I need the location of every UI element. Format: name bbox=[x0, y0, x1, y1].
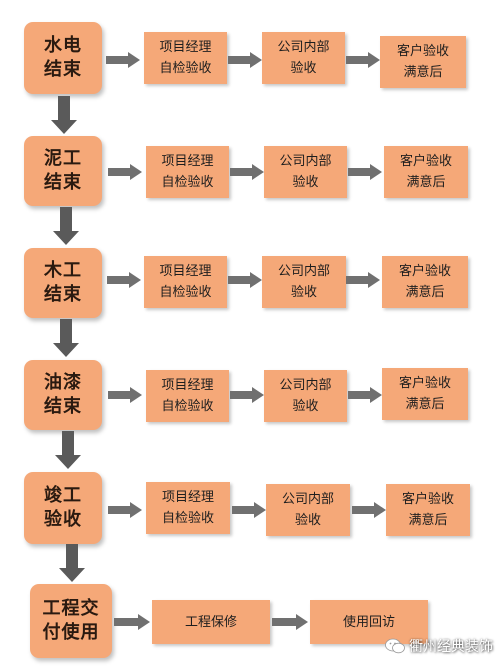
stage-label-line1: 工程交 bbox=[42, 598, 100, 619]
wechat-icon bbox=[385, 638, 405, 654]
right-arrow-icon bbox=[272, 614, 308, 630]
box-label-line2: 自检验收 bbox=[159, 61, 212, 76]
stage-label-line2: 结束 bbox=[44, 59, 82, 80]
box-label-line2: 验收 bbox=[292, 175, 319, 190]
follow-up-visit-box: 使用回访 bbox=[310, 600, 428, 644]
down-arrow-icon bbox=[55, 431, 81, 469]
box-label-line2: 自检验收 bbox=[159, 285, 212, 300]
box-label-line1: 客户验收 bbox=[401, 492, 454, 507]
box-label-line2: 满意后 bbox=[406, 175, 446, 190]
pm-self-check-box: 项目经理 自检验收 bbox=[144, 256, 227, 308]
box-label-line2: 验收 bbox=[290, 285, 317, 300]
right-arrow-icon bbox=[230, 387, 264, 403]
right-arrow-icon bbox=[108, 164, 142, 180]
right-arrow-icon bbox=[108, 387, 142, 403]
customer-satisfied-box: 客户验收 满意后 bbox=[380, 36, 466, 88]
right-arrow-icon bbox=[232, 502, 266, 518]
stage-label-line2: 结束 bbox=[44, 284, 82, 305]
right-arrow-icon bbox=[106, 52, 140, 68]
box-label-line1: 公司内部 bbox=[281, 492, 334, 507]
box-label: 工程保修 bbox=[184, 614, 237, 630]
down-arrow-icon bbox=[59, 544, 85, 582]
box-label-line1: 公司内部 bbox=[279, 154, 332, 169]
box-label-line2: 自检验收 bbox=[161, 399, 214, 414]
company-internal-check-box: 公司内部 验收 bbox=[266, 484, 350, 536]
stage-label-line1: 泥工 bbox=[44, 148, 82, 169]
watermark-text: 衢州经典装饰 bbox=[409, 639, 493, 655]
customer-satisfied-box: 客户验收 满意后 bbox=[382, 368, 468, 420]
box-label-line2: 验收 bbox=[290, 61, 317, 76]
box-label-line1: 公司内部 bbox=[277, 40, 330, 55]
box-label-line1: 客户验收 bbox=[398, 264, 451, 279]
stage-label-line2: 验收 bbox=[44, 509, 82, 530]
box-label-line1: 项目经理 bbox=[159, 40, 212, 55]
box-label-line2: 满意后 bbox=[405, 285, 445, 300]
company-internal-check-box: 公司内部 验收 bbox=[262, 256, 346, 308]
stage-masonry-done: 泥工 结束 bbox=[24, 136, 102, 206]
stage-label-line1: 水电 bbox=[44, 35, 82, 56]
box-label-line2: 满意后 bbox=[408, 513, 448, 528]
stage-handover-use: 工程交 付使用 bbox=[30, 584, 112, 658]
box-label-line1: 项目经理 bbox=[161, 490, 214, 505]
right-arrow-icon bbox=[108, 502, 142, 518]
right-arrow-icon bbox=[230, 164, 264, 180]
stage-completion-inspection: 竣工 验收 bbox=[24, 472, 102, 544]
company-internal-check-box: 公司内部 验收 bbox=[262, 32, 345, 84]
box-label-line2: 自检验收 bbox=[161, 175, 214, 190]
box-label-line1: 公司内部 bbox=[277, 264, 330, 279]
box-label-line2: 自检验收 bbox=[161, 511, 214, 526]
right-arrow-icon bbox=[346, 52, 380, 68]
pm-self-check-box: 项目经理 自检验收 bbox=[146, 370, 229, 422]
box-label-line1: 客户验收 bbox=[398, 376, 451, 391]
down-arrow-icon bbox=[53, 319, 79, 357]
stage-painting-done: 油漆 结束 bbox=[24, 360, 102, 430]
stage-label-line2: 结束 bbox=[44, 172, 82, 193]
box-label-line2: 验收 bbox=[292, 399, 319, 414]
stage-label-line2: 付使用 bbox=[42, 622, 100, 643]
customer-satisfied-box: 客户验收 满意后 bbox=[386, 484, 470, 536]
right-arrow-icon bbox=[107, 272, 141, 288]
stage-carpentry-done: 木工 结束 bbox=[24, 248, 102, 318]
customer-satisfied-box: 客户验收 满意后 bbox=[384, 146, 468, 198]
pm-self-check-box: 项目经理 自检验收 bbox=[144, 32, 227, 84]
warranty-box: 工程保修 bbox=[152, 600, 270, 644]
box-label: 使用回访 bbox=[342, 614, 395, 630]
right-arrow-icon bbox=[228, 272, 262, 288]
stage-label-line1: 竣工 bbox=[44, 485, 82, 506]
company-internal-check-box: 公司内部 验收 bbox=[264, 370, 347, 422]
right-arrow-icon bbox=[352, 502, 386, 518]
company-internal-check-box: 公司内部 验收 bbox=[264, 146, 347, 198]
pm-self-check-box: 项目经理 自检验收 bbox=[146, 482, 230, 534]
pm-self-check-box: 项目经理 自检验收 bbox=[146, 146, 229, 198]
box-label-line1: 项目经理 bbox=[161, 154, 214, 169]
box-label-line1: 客户验收 bbox=[399, 154, 452, 169]
stage-plumbing-electrical-done: 水电 结束 bbox=[24, 22, 102, 94]
right-arrow-icon bbox=[346, 272, 380, 288]
box-label-line1: 项目经理 bbox=[161, 378, 214, 393]
down-arrow-icon bbox=[53, 207, 79, 245]
right-arrow-icon bbox=[348, 164, 382, 180]
box-label-line2: 满意后 bbox=[405, 397, 445, 412]
box-label-line2: 满意后 bbox=[403, 65, 443, 80]
box-label-line2: 验收 bbox=[294, 513, 321, 528]
right-arrow-icon bbox=[348, 387, 382, 403]
stage-label-line1: 油漆 bbox=[44, 372, 82, 393]
right-arrow-icon bbox=[114, 614, 150, 630]
customer-satisfied-box: 客户验收 满意后 bbox=[382, 256, 468, 308]
right-arrow-icon bbox=[228, 52, 262, 68]
stage-label-line2: 结束 bbox=[44, 396, 82, 417]
watermark: 衢州经典装饰 bbox=[385, 636, 493, 656]
stage-label-line1: 木工 bbox=[44, 260, 82, 281]
down-arrow-icon bbox=[51, 96, 77, 134]
box-label-line1: 客户验收 bbox=[396, 44, 449, 59]
box-label-line1: 项目经理 bbox=[159, 264, 212, 279]
box-label-line1: 公司内部 bbox=[279, 378, 332, 393]
